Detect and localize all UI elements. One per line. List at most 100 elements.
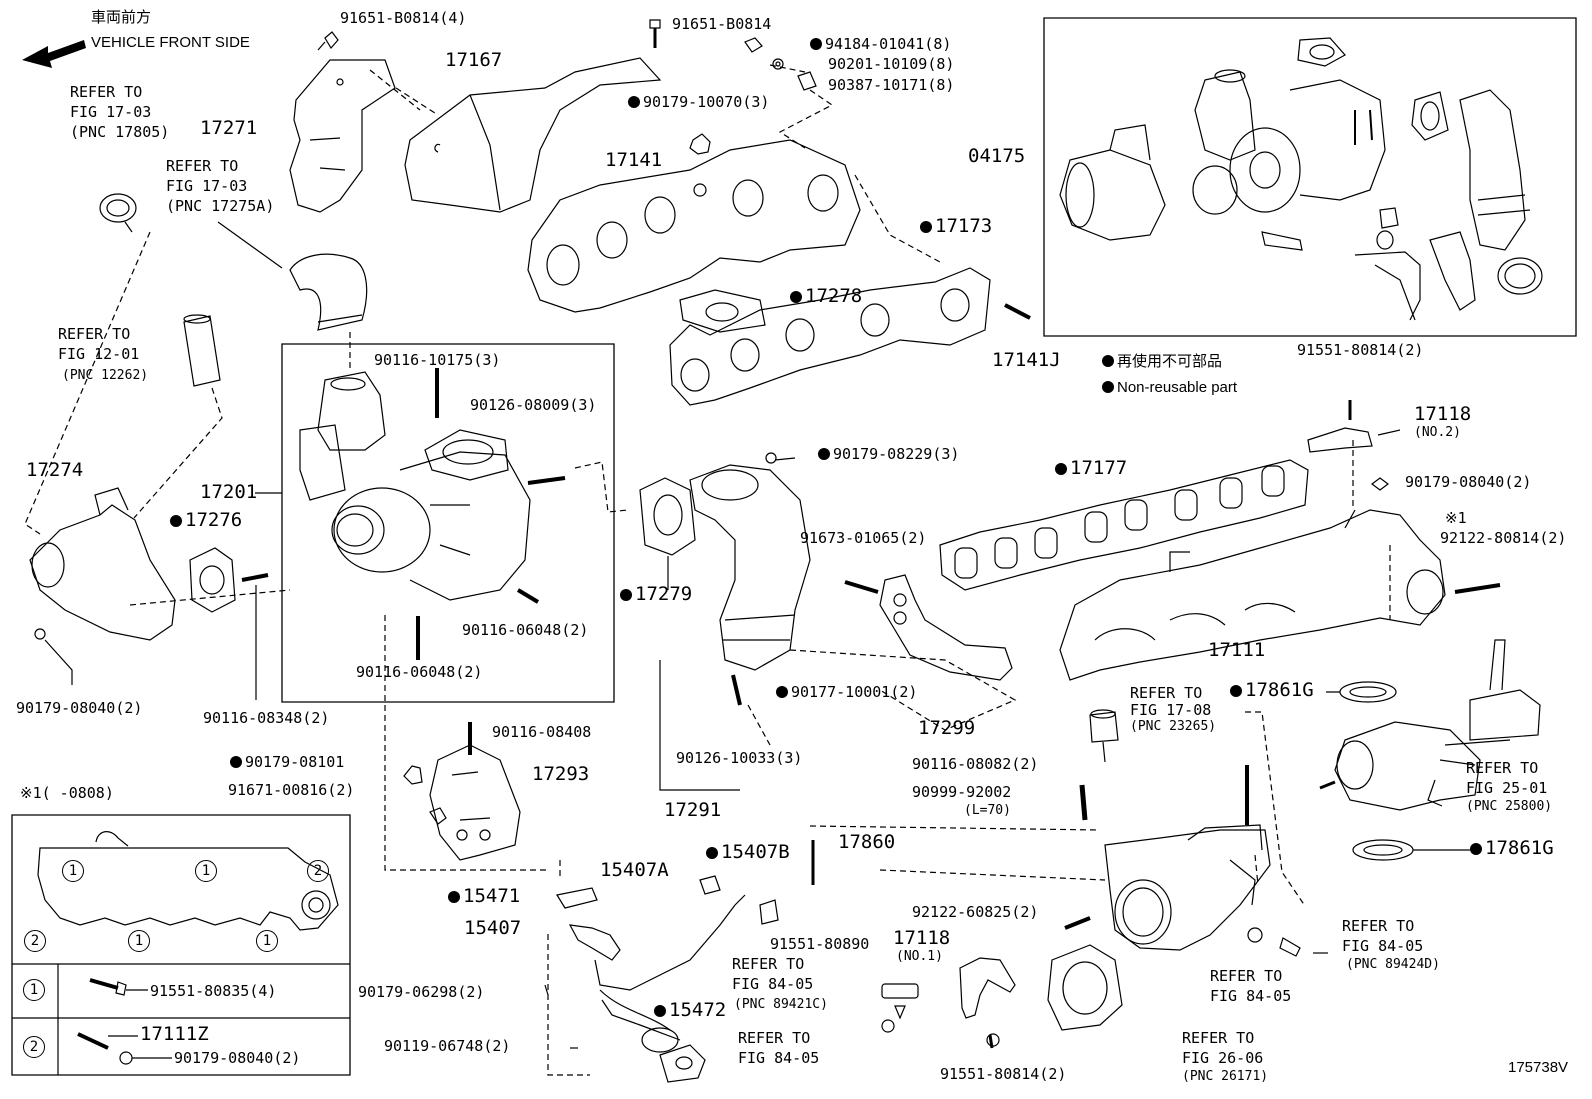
pnc-17291[interactable]: 17291 — [664, 799, 722, 821]
part-90999-92002[interactable]: 90999-92002 — [912, 783, 1012, 801]
ref-23265-l1: REFER TO — [1130, 684, 1203, 702]
part-90119-06748[interactable]: 90119-06748(2) — [384, 1037, 511, 1055]
ref-26171-l1: REFER TO — [1182, 1029, 1255, 1047]
exhaust-manifold-17141 — [528, 140, 860, 312]
part-90126-10033[interactable]: 90126-10033(3) — [676, 749, 803, 767]
note-row2-part-b[interactable]: 90179-08040(2) — [174, 1049, 301, 1067]
ref-23265-l3: (PNC 23265) — [1130, 719, 1217, 734]
ref-25800-l1: REFER TO — [1466, 759, 1539, 777]
part-91651-b0814-4[interactable]: 91651-B0814(4) — [340, 9, 467, 27]
part-90179-08101[interactable]: 90179-08101 — [230, 754, 344, 770]
part-90179-08229[interactable]: 90179-08229(3) — [818, 446, 959, 462]
gasket-26171 — [1048, 945, 1122, 1030]
throttle-body-17860 — [1105, 825, 1270, 950]
part-91551-80890[interactable]: 91551-80890 — [770, 935, 870, 953]
part-91671-00816[interactable]: 91671-00816(2) — [228, 781, 355, 799]
pnc-17201[interactable]: 17201 — [200, 481, 258, 503]
bracket-17293 — [430, 745, 520, 860]
pnc-17861g-b[interactable]: 17861G — [1470, 838, 1554, 858]
note-callout-2b: 2 — [24, 930, 46, 952]
pnc-17118-no2[interactable]: 17118 — [1414, 403, 1472, 425]
pipe-17274-link — [290, 254, 367, 330]
part-91551-80814-bot[interactable]: 91551-80814(2) — [940, 1065, 1067, 1083]
pnc-17271[interactable]: 17271 — [200, 117, 258, 139]
part-91673-01065[interactable]: 91673-01065(2) — [800, 529, 927, 547]
pnc-17167[interactable]: 17167 — [445, 49, 503, 71]
pnc-17173[interactable]: 17173 — [920, 216, 992, 236]
pnc-15471[interactable]: 15471 — [448, 886, 520, 906]
part-90116-08348[interactable]: 90116-08348(2) — [203, 709, 330, 727]
part-90179-08040-l[interactable]: 90179-08040(2) — [16, 699, 143, 717]
ref-17805-l2: FIG 17-03 — [70, 103, 152, 121]
ref-23265-l2: FIG 17-08 — [1130, 701, 1212, 719]
pnc-17299[interactable]: 17299 — [918, 717, 976, 739]
note-callout-1c: 1 — [128, 930, 150, 952]
connector-89421c — [882, 984, 918, 998]
ref-84-05-a-l1: REFER TO — [1210, 967, 1283, 985]
pnc-17141[interactable]: 17141 — [605, 149, 663, 171]
pnc-17279[interactable]: 17279 — [620, 584, 692, 604]
vehicle-front-en: VEHICLE FRONT SIDE — [91, 34, 250, 51]
part-90116-10175[interactable]: 90116-10175(3) — [374, 351, 501, 369]
pnc-17861g-a[interactable]: 17861G — [1230, 680, 1314, 700]
pnc-17278[interactable]: 17278 — [790, 286, 862, 306]
pnc-04175[interactable]: 04175 — [968, 145, 1026, 167]
part-90116-08408[interactable]: 90116-08408 — [492, 723, 592, 741]
gasket-17861g-b — [1353, 840, 1413, 860]
ref-12262-l2: FIG 12-01 — [58, 345, 140, 363]
pnc-17111[interactable]: 17111 — [1208, 639, 1266, 661]
part-90177-10001[interactable]: 90177-10001(2) — [776, 684, 917, 700]
pnc-17177[interactable]: 17177 — [1055, 458, 1127, 478]
note-row2-part-a[interactable]: 17111Z — [140, 1023, 209, 1045]
part-90116-06048-a[interactable]: 90116-06048(2) — [462, 621, 589, 639]
pnc-17274[interactable]: 17274 — [26, 459, 84, 481]
exhaust-pipe-17291 — [690, 465, 810, 670]
diagram-id: 175738V — [1508, 1059, 1569, 1076]
part-91651-b0814[interactable]: 91651-B0814 — [672, 15, 772, 33]
ref-89421c-l2: FIG 84-05 — [732, 975, 814, 993]
pnc-17141j[interactable]: 17141J — [992, 349, 1061, 371]
gasket-17278 — [680, 290, 765, 332]
part-92122-60825[interactable]: 92122-60825(2) — [912, 903, 1039, 921]
note-callout-1a: 1 — [62, 860, 84, 882]
part-90116-06048-b[interactable]: 90116-06048(2) — [356, 663, 483, 681]
vehicle-front-arrow — [22, 40, 86, 68]
pnc-17860[interactable]: 17860 — [838, 831, 896, 853]
part-94184-01041[interactable]: 94184-01041(8) — [810, 36, 951, 52]
note-row1-part[interactable]: 91551-80835(4) — [150, 982, 277, 1000]
part-92122-80814[interactable]: 92122-80814(2) — [1440, 529, 1567, 547]
note-manifold-sketch — [38, 848, 338, 930]
part-90116-08082[interactable]: 90116-08082(2) — [912, 755, 1039, 773]
part-91551-80814-top[interactable]: 91551-80814(2) — [1297, 341, 1424, 359]
ref-17805-l1: REFER TO — [70, 83, 143, 101]
part-90179-08040-r[interactable]: 90179-08040(2) — [1405, 473, 1532, 491]
pnc-17118-no2-sub: (NO.2) — [1414, 425, 1461, 440]
pnc-17293[interactable]: 17293 — [532, 763, 590, 785]
pnc-15472[interactable]: 15472 — [654, 1000, 726, 1020]
part-90126-08009[interactable]: 90126-08009(3) — [470, 396, 597, 414]
note-callout-1b: 1 — [195, 860, 217, 882]
gasket-15472 — [660, 1045, 705, 1082]
bracket-17299 — [880, 575, 1012, 680]
pnc-15407b[interactable]: 15407B — [706, 842, 790, 862]
part-90387-10171[interactable]: 90387-10171(8) — [828, 76, 955, 94]
ref-84-05-b-l2: FIG 84-05 — [738, 1049, 820, 1067]
ref-89424d-l2: FIG 84-05 — [1342, 937, 1424, 955]
insulator-17271 — [290, 60, 395, 212]
intake-manifold-17111 — [1060, 510, 1445, 680]
gasket-17177 — [940, 460, 1308, 590]
pnc-17118-no1[interactable]: 17118 — [893, 927, 951, 949]
pnc-15407[interactable]: 15407 — [464, 917, 522, 939]
egr-valve — [1320, 640, 1540, 810]
turbocharger-17201 — [300, 368, 565, 660]
part-90179-10070[interactable]: 90179-10070(3) — [628, 94, 769, 110]
kit-04175-box — [1044, 18, 1576, 336]
ref-89421c-l3: (PNC 89421C) — [734, 997, 828, 1012]
pnc-15407a[interactable]: 15407A — [600, 859, 669, 881]
part-90179-06298[interactable]: 90179-06298(2) — [358, 983, 485, 1001]
part-90201-10109[interactable]: 90201-10109(8) — [828, 55, 955, 73]
pnc-17276[interactable]: 17276 — [170, 510, 242, 530]
kit-04175-contents — [1060, 38, 1542, 320]
